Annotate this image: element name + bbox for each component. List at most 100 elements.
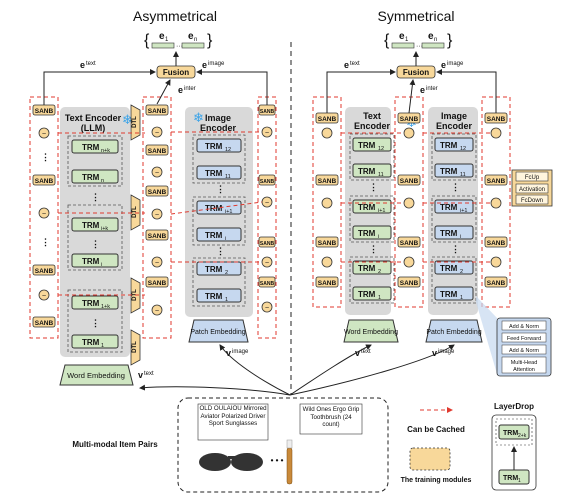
svg-text:⋮: ⋮ [451, 182, 460, 192]
svg-text:}: } [447, 32, 453, 49]
svg-text:Text: Text [363, 111, 381, 121]
svg-text:⋮: ⋮ [91, 239, 100, 249]
sanb-column-right-left: SANB SANB SANB SANB ~ ~ ~ ~ [258, 104, 276, 313]
svg-text:e: e [420, 85, 425, 95]
svg-text:TRM: TRM [358, 203, 376, 212]
svg-text:n: n [434, 37, 437, 43]
svg-text:text: text [350, 61, 360, 67]
svg-text:e: e [202, 60, 207, 70]
svg-text:11: 11 [378, 172, 384, 178]
svg-text:SANB: SANB [148, 108, 167, 115]
svg-text:(LLM): (LLM) [81, 123, 106, 133]
svg-text:text: text [86, 61, 96, 67]
svg-text:2: 2 [378, 269, 381, 275]
svg-text:2: 2 [460, 269, 463, 275]
title-symmetrical: Symmetrical [377, 8, 454, 24]
svg-text:~: ~ [155, 308, 159, 315]
svg-text:SANB: SANB [260, 241, 275, 247]
svg-text:Fusion: Fusion [163, 68, 189, 77]
svg-text:TRM: TRM [440, 141, 458, 150]
svg-text:~: ~ [42, 293, 46, 300]
svg-text:image: image [208, 61, 225, 67]
svg-text:n: n [194, 37, 197, 43]
svg-text:~: ~ [265, 200, 269, 207]
svg-text:~: ~ [155, 170, 159, 177]
svg-text:SANB: SANB [400, 116, 419, 123]
svg-text:1: 1 [405, 37, 409, 43]
svg-text:11: 11 [460, 172, 466, 178]
svg-text:~: ~ [42, 131, 46, 138]
dtl-blocks: DTL DTL DTL DTL [130, 104, 141, 366]
svg-text:Encoder: Encoder [200, 123, 237, 133]
svg-text:TRM: TRM [503, 475, 518, 482]
svg-text:12: 12 [225, 147, 231, 153]
svg-text:}: } [207, 32, 213, 49]
svg-text:SANB: SANB [35, 108, 54, 115]
svg-text:TRM: TRM [205, 169, 223, 178]
svg-text:SANB: SANB [400, 240, 419, 247]
svg-text:TRM: TRM [82, 143, 100, 152]
svg-text:Add & Norm: Add & Norm [509, 324, 539, 330]
svg-text:1: 1 [101, 343, 104, 349]
svg-text:TRM: TRM [82, 299, 100, 308]
svg-text:TRM: TRM [440, 290, 458, 299]
svg-text:2+k: 2+k [518, 433, 527, 439]
svg-text:~: ~ [265, 130, 269, 137]
svg-text:TRM: TRM [358, 229, 376, 238]
svg-text:⋮: ⋮ [91, 318, 100, 328]
svg-text:e: e [441, 60, 446, 70]
svg-text:v: v [138, 370, 143, 380]
item-text-sunglasses: OLD OULAIOU Mirrored Aviator Polarized D… [199, 405, 267, 427]
text-trm-stack-left: TRM n+k TRM n TRM i+k TRM i TRM 1+k TRM … [71, 139, 119, 349]
sanb-columns-right: SANB SANB SANB SANB SANB SANB SANB SANB … [315, 112, 508, 288]
svg-text:Word Embedding: Word Embedding [67, 371, 125, 380]
svg-text:Patch Embedding: Patch Embedding [426, 329, 481, 336]
svg-text:Fusion: Fusion [403, 68, 429, 77]
svg-text:TRM: TRM [503, 430, 518, 437]
svg-text:image: image [447, 61, 464, 67]
svg-text:~: ~ [155, 130, 159, 137]
svg-text:image: image [438, 349, 455, 355]
svg-text:image: image [232, 349, 249, 355]
svg-text:i+1: i+1 [460, 208, 468, 214]
svg-text:~: ~ [265, 260, 269, 267]
svg-text:1: 1 [378, 295, 381, 301]
svg-text:Patch Embedding: Patch Embedding [190, 329, 245, 336]
svg-text:1: 1 [460, 295, 463, 301]
transformer-block-detail: Add & Norm Feed Forward Add & Norm Multi… [496, 317, 552, 377]
svg-text:i+k: i+k [101, 226, 108, 232]
svg-text:SANB: SANB [318, 240, 337, 247]
title-asymmetrical: Asymmetrical [133, 8, 217, 24]
svg-text:i: i [225, 236, 226, 242]
svg-text:2: 2 [225, 270, 228, 276]
svg-text:TRM: TRM [82, 338, 100, 347]
image-encoder-title-left: Image [205, 113, 231, 123]
svg-text:inter: inter [426, 86, 438, 92]
patch-embedding-left [188, 319, 249, 343]
svg-text:⋮: ⋮ [369, 244, 378, 254]
svg-text:v: v [432, 348, 437, 358]
svg-text:i+1: i+1 [378, 208, 386, 214]
svg-text:TRM: TRM [82, 257, 100, 266]
output-embedding-right: { } e 1 e n ··· [384, 31, 453, 50]
svg-text:TRM: TRM [82, 221, 100, 230]
input-arrows [139, 344, 455, 396]
patch-embedding-right [425, 319, 483, 343]
svg-text:DTL: DTL [132, 206, 138, 218]
e1-label: e [159, 31, 165, 42]
svg-text:v: v [355, 348, 360, 358]
svg-text:e: e [428, 31, 434, 42]
svg-text:SANB: SANB [318, 116, 337, 123]
svg-text:{: { [384, 32, 390, 49]
svg-text:TRM: TRM [358, 141, 376, 150]
svg-text:⋮: ⋮ [91, 192, 100, 202]
svg-text:LayerDrop: LayerDrop [494, 402, 534, 411]
svg-text:SANB: SANB [148, 148, 167, 155]
svg-text:e: e [80, 60, 85, 70]
svg-text:SANB: SANB [35, 268, 54, 275]
svg-text:SANB: SANB [148, 280, 167, 287]
svg-text:11: 11 [225, 174, 231, 180]
